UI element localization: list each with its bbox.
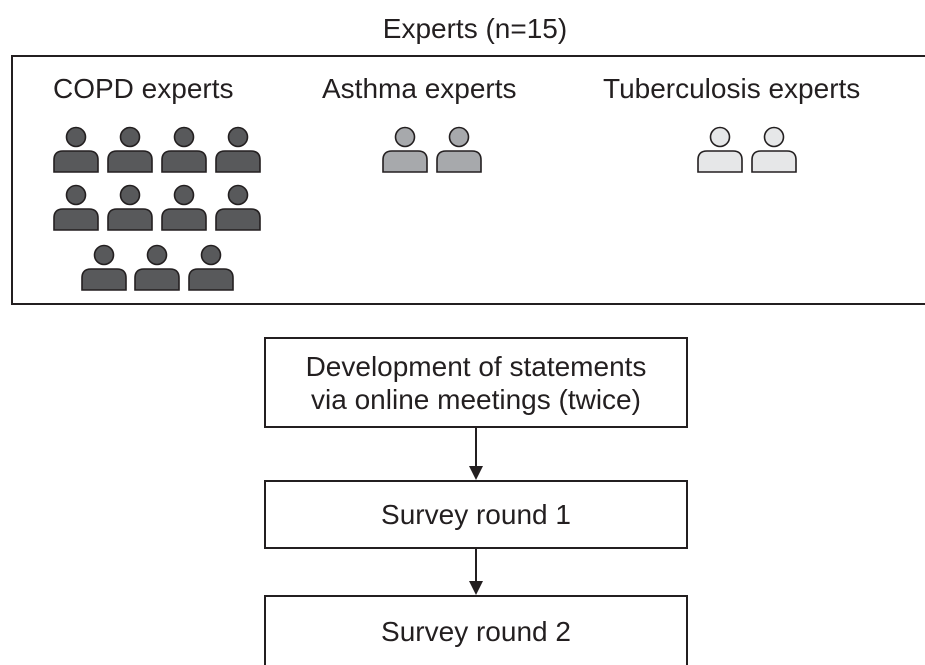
person-icon <box>107 184 153 231</box>
person-icon <box>107 126 153 173</box>
asthma-group-label: Asthma experts <box>322 73 517 104</box>
person-icon <box>697 126 743 173</box>
tuberculosis-group-label: Tuberculosis experts <box>603 73 861 104</box>
person-icon <box>751 126 797 173</box>
person-icon <box>161 184 207 231</box>
development-step-line-1: Development of statements <box>305 350 647 382</box>
person-icon <box>134 244 180 291</box>
person-icon <box>436 126 482 173</box>
person-icon <box>161 126 207 173</box>
asthma-expert-icons <box>382 126 482 173</box>
survey-round-1-box: Survey round 1 <box>264 480 688 549</box>
experts-panel <box>11 55 925 305</box>
person-icon <box>53 126 99 173</box>
copd-group-label: COPD experts <box>53 73 234 104</box>
development-step-line-2: via online meetings (twice) <box>311 383 641 415</box>
arrow-round1-to-round2 <box>469 549 483 595</box>
person-icon <box>188 244 234 291</box>
survey-round-1-label: Survey round 1 <box>381 499 571 530</box>
person-icon <box>53 184 99 231</box>
diagram-title: Experts (n=15) <box>382 13 568 44</box>
person-icon <box>382 126 428 173</box>
arrow-step1-to-round1 <box>469 428 483 480</box>
survey-round-2-label: Survey round 2 <box>381 615 571 647</box>
person-icon <box>215 184 261 231</box>
copd-expert-icons <box>53 126 261 291</box>
survey-round-2-box: Survey round 2 <box>264 595 688 665</box>
person-icon <box>215 126 261 173</box>
person-icon <box>81 244 127 291</box>
development-step-box: Development of statements via online mee… <box>264 337 688 428</box>
tuberculosis-expert-icons <box>697 126 797 173</box>
